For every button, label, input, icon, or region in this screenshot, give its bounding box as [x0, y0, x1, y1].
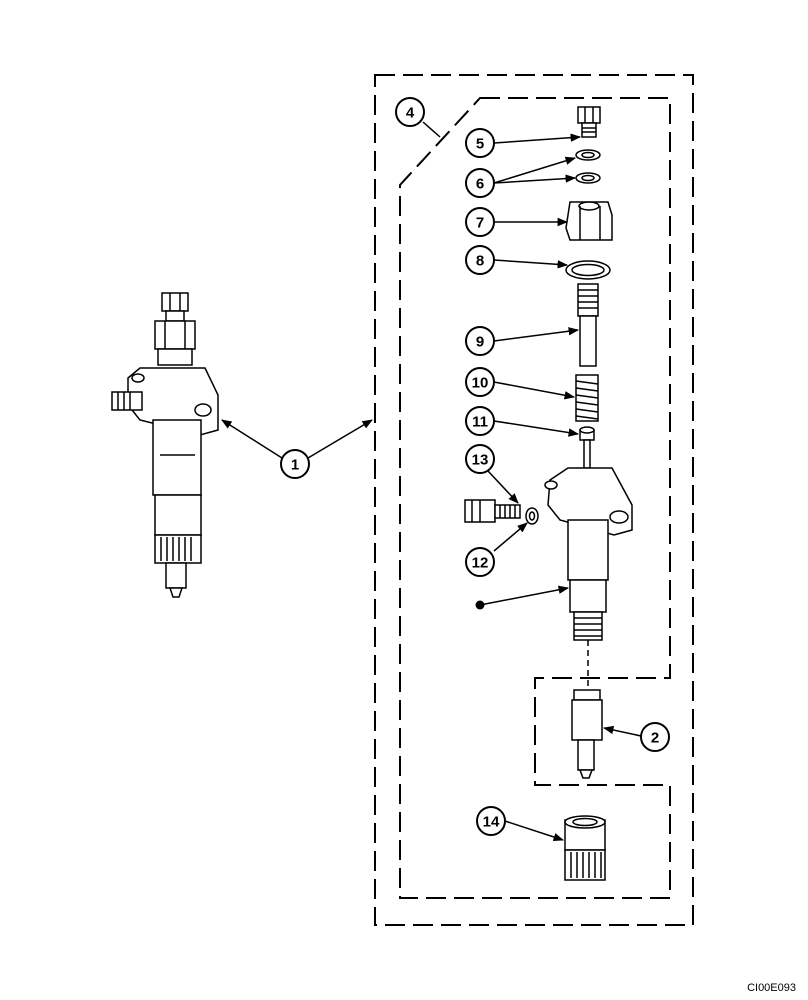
callout-12: 12: [465, 547, 495, 577]
callout-5-label: 5: [476, 136, 484, 153]
shim-part-11: [579, 426, 595, 469]
fitting-part-13: [464, 499, 521, 523]
nut-part-7: [565, 201, 613, 241]
callout-4-label: 4: [406, 105, 415, 122]
callout-12-label: 12: [472, 555, 489, 572]
washer-part-12: [525, 507, 539, 525]
callout-5: 5: [465, 128, 495, 158]
callout-1: 1: [280, 449, 310, 479]
injector-body: [544, 467, 633, 641]
callout-10: 10: [465, 367, 495, 397]
callouts: 1 2 4 5 6 7 8 9 10 11 12 13 14: [280, 97, 670, 836]
callout-8: 8: [465, 245, 495, 275]
callout-10-label: 10: [472, 375, 489, 392]
callout-2-label: 2: [651, 730, 659, 747]
callout-14: 14: [476, 806, 506, 836]
callout-11: 11: [465, 406, 495, 436]
part-illustrations: [464, 106, 633, 881]
callout-8-label: 8: [476, 253, 484, 270]
figure-code: CI00E093: [747, 982, 796, 994]
callout-14-label: 14: [483, 814, 500, 831]
spindle-part-9: [577, 283, 599, 367]
leader-lines: [221, 121, 642, 842]
callout-7-label: 7: [476, 215, 484, 232]
callout-1-label: 1: [291, 457, 299, 474]
washer-part-6: [575, 149, 601, 184]
inner-kit-boundary: [399, 97, 671, 899]
callout-6: 6: [465, 168, 495, 198]
callout-13-label: 13: [472, 452, 489, 469]
callout-6-label: 6: [476, 176, 484, 193]
gasket-part-8: [565, 260, 611, 280]
assembled-injector: [111, 292, 219, 598]
callout-2: 2: [640, 722, 670, 752]
outer-kit-boundary: [374, 74, 694, 926]
bolt-part-5: [577, 106, 601, 138]
dashed-group-boundaries: [374, 74, 694, 926]
callout-9: 9: [465, 326, 495, 356]
nozzle-part-2: [571, 689, 603, 779]
bullet-marker: [475, 600, 485, 610]
callout-9-label: 9: [476, 334, 484, 351]
callout-7: 7: [465, 207, 495, 237]
callout-13: 13: [465, 444, 495, 474]
callout-4: 4: [395, 97, 425, 127]
callout-11-label: 11: [472, 414, 488, 431]
cap-nut-part-14: [564, 815, 606, 881]
spring-part-10: [575, 374, 599, 422]
